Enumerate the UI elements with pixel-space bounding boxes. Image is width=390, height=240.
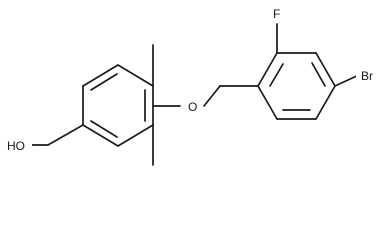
ether-oxygen-label-mask: [182, 97, 202, 115]
bromine-label: Br: [361, 69, 373, 83]
ring-bond: [315, 52, 336, 87]
fluorine-label-mask: [269, 4, 287, 22]
right-aromatic-ring: [257, 52, 336, 120]
hydroxyl-label-mask: [3, 136, 32, 154]
molecule-structure: HO O F Br: [3, 4, 386, 166]
ring-bond: [82, 64, 119, 87]
inner-double-bond: [269, 63, 284, 87]
molecule-canvas: HO O F Br: [3, 4, 386, 166]
inner-double-bond: [311, 62, 326, 87]
ring-bond: [257, 85, 278, 120]
ring-bond: [315, 85, 336, 120]
hydroxyl-label: HO: [7, 139, 25, 153]
ring-bond: [117, 124, 154, 147]
ring-to-ch2-bond: [47, 124, 84, 146]
ring-bond: [117, 64, 154, 87]
inner-double-bond: [90, 120, 118, 138]
fluorine-label: F: [273, 7, 280, 21]
bromine-label-mask: [356, 66, 386, 84]
atom-labels: HO O F Br: [3, 4, 386, 154]
left-aromatic-ring: [82, 64, 154, 147]
ring-bond: [257, 52, 278, 87]
ring-bond: [82, 124, 119, 147]
ether-to-ch2-bond: [203, 85, 221, 107]
inner-double-bond: [90, 73, 118, 91]
ether-oxygen-label: O: [188, 100, 197, 114]
left-substituent-bonds: [30, 44, 259, 166]
